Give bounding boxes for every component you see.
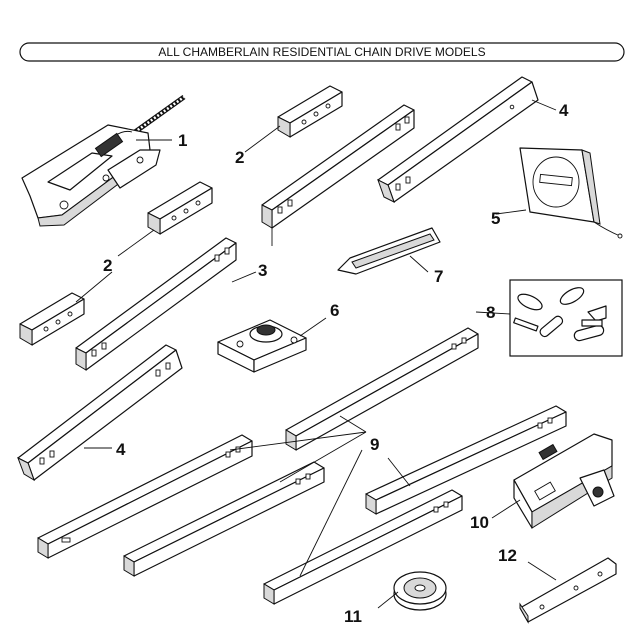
callout-6: 6 — [330, 301, 339, 320]
part-3-rail-section-lower — [75, 237, 237, 371]
part-9-tube-rail-3 — [123, 461, 325, 577]
part-9-tube-rail-1 — [285, 327, 479, 451]
callout-10: 10 — [470, 513, 489, 532]
diagram-title: ALL CHAMBERLAIN RESIDENTIAL CHAIN DRIVE … — [158, 45, 485, 59]
callout-4-lower: 4 — [116, 440, 126, 459]
title-banner: ALL CHAMBERLAIN RESIDENTIAL CHAIN DRIVE … — [19, 42, 625, 62]
callout-12: 12 — [498, 546, 517, 565]
leader-lines — [75, 99, 557, 609]
callout-9: 9 — [370, 435, 379, 454]
callout-1: 1 — [178, 131, 187, 150]
part-2-rail-bracket-top — [277, 85, 343, 138]
part-9-tube-rail-4 — [365, 405, 567, 515]
callout-4-upper: 4 — [559, 101, 569, 120]
callout-5: 5 — [491, 209, 500, 228]
part-8-hardware-kit — [509, 279, 623, 357]
callout-2-lower: 2 — [103, 256, 112, 275]
part-12-header-bracket — [519, 557, 617, 624]
part-1-carriage-assembly — [21, 94, 186, 227]
part-4-angle-rail-upper — [377, 76, 539, 204]
part-9-tube-rail-5 — [263, 489, 463, 605]
part-3-rail-section-upper — [261, 104, 415, 229]
callout-11: 11 — [344, 607, 362, 626]
part-2-rail-bracket-middle — [147, 181, 213, 235]
part-6-sprocket-bracket — [217, 319, 307, 373]
part-9-tube-rail-2 — [37, 434, 253, 559]
part-7-grease-packet — [337, 227, 441, 275]
callout-7: 7 — [434, 267, 443, 286]
part-5-chain-box — [519, 147, 623, 239]
callout-labels: 1 2 2 3 4 4 5 6 7 8 9 10 11 12 — [103, 101, 569, 626]
callout-8: 8 — [486, 303, 495, 322]
callout-2-top: 2 — [235, 148, 244, 167]
part-10-trolley — [513, 433, 615, 529]
callout-3: 3 — [258, 261, 267, 280]
part-2-rail-bracket-bottom — [19, 292, 85, 346]
part-11-pulley — [393, 571, 447, 611]
part-4-angle-rail-lower — [17, 344, 183, 482]
